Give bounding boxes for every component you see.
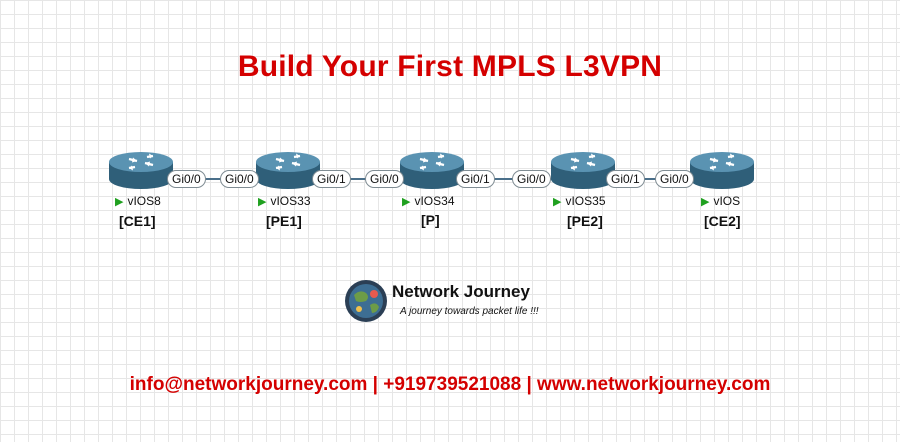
port-label: Gi0/0 [512, 170, 551, 188]
router-icon[interactable] [107, 148, 175, 192]
logo-name: Network Journey [392, 282, 530, 301]
network-topology: Gi0/0 Gi0/0 Gi0/1 Gi0/0 Gi0/1 Gi0/0 Gi0/… [107, 148, 756, 229]
play-icon: ▶ [115, 196, 124, 208]
play-icon: ▶ [701, 196, 710, 208]
router-role: [PE1] [266, 213, 302, 229]
port-label: Gi0/1 [456, 170, 495, 188]
port-label: Gi0/0 [365, 170, 404, 188]
port-label: Gi0/1 [606, 170, 645, 188]
globe-logo-icon [345, 280, 387, 322]
router-name-text: vIOS34 [414, 194, 455, 208]
port-label: Gi0/1 [312, 170, 351, 188]
link-pe1-p [318, 178, 408, 180]
router-role: [CE2] [704, 213, 741, 229]
router-name: ▶vIOS [701, 194, 740, 208]
router-icon[interactable] [549, 148, 617, 192]
router-name: ▶vIOS35 [553, 194, 606, 208]
router-icon[interactable] [254, 148, 322, 192]
brand-logo: Network Journey A journey towards packet… [344, 278, 569, 324]
router-name: ▶vIOS33 [258, 194, 311, 208]
router-icon[interactable] [398, 148, 466, 192]
page-title: Build Your First MPLS L3VPN [237, 50, 663, 83]
router-name-text: vIOS35 [565, 194, 606, 208]
router-name-text: vIOS8 [127, 194, 161, 208]
router-name-text: vIOS [713, 194, 741, 208]
play-icon: ▶ [553, 196, 562, 208]
router-role: [PE2] [567, 213, 603, 229]
link-p-pe2 [460, 178, 560, 180]
port-label: Gi0/0 [167, 170, 206, 188]
port-label: Gi0/0 [655, 170, 694, 188]
play-icon: ▶ [258, 196, 267, 208]
router-name: ▶vIOS34 [402, 194, 455, 208]
contact-info: info@networkjourney.com | +919739521088 … [129, 374, 771, 395]
play-icon: ▶ [402, 196, 411, 208]
logo-tagline: A journey towards packet life !!! [400, 306, 539, 317]
router-icon[interactable] [688, 148, 756, 192]
link-ce1-pe1 [172, 178, 262, 180]
router-name: ▶vIOS8 [115, 194, 161, 208]
router-role: [CE1] [119, 213, 156, 229]
router-name-text: vIOS33 [270, 194, 311, 208]
router-role: [P] [421, 212, 440, 228]
port-label: Gi0/0 [220, 170, 259, 188]
